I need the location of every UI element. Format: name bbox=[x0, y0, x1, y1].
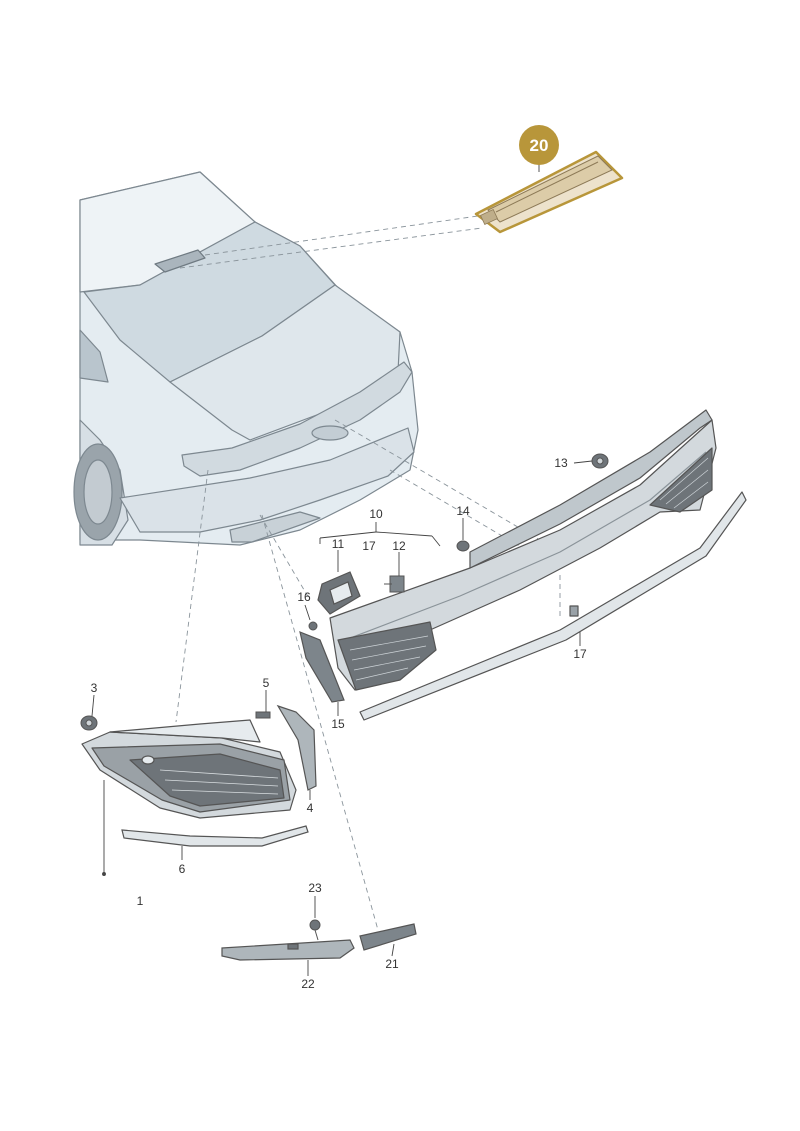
part-22-trim bbox=[221, 939, 355, 961]
label-4: 4 bbox=[307, 801, 314, 815]
label-5: 5 bbox=[263, 676, 270, 690]
label-3: 3 bbox=[91, 681, 98, 695]
part-21-reflector bbox=[359, 923, 417, 951]
part-16-screw bbox=[308, 621, 318, 631]
callout-lines bbox=[91, 460, 593, 976]
car-rear-body bbox=[73, 171, 419, 546]
label-17-lower: 17 bbox=[573, 647, 587, 661]
part-14-nut bbox=[456, 540, 470, 552]
part-17-trim-strip bbox=[359, 491, 747, 721]
part-11-bracket bbox=[317, 571, 361, 615]
callout-label: 20 bbox=[530, 136, 549, 155]
label-12: 12 bbox=[392, 539, 406, 553]
part-23-screw bbox=[309, 919, 321, 941]
part-15-corner-cover bbox=[299, 631, 345, 703]
label-16: 16 bbox=[297, 590, 311, 604]
part-13-nut bbox=[591, 453, 609, 469]
label-6: 6 bbox=[179, 862, 186, 876]
label-23: 23 bbox=[308, 881, 322, 895]
label-13: 13 bbox=[554, 456, 568, 470]
callout-badge-20: 20 bbox=[519, 125, 559, 165]
part-20-high-mount-brake-light bbox=[474, 150, 624, 234]
label-1: 1 bbox=[137, 894, 144, 908]
part-6-seal-strip bbox=[121, 825, 309, 847]
part-4-cover bbox=[276, 704, 317, 791]
part-1-tail-light bbox=[81, 719, 297, 819]
label-17-upper: 17 bbox=[362, 539, 376, 553]
label-22: 22 bbox=[301, 977, 315, 991]
label-11: 11 bbox=[332, 537, 345, 551]
label-10: 10 bbox=[369, 507, 383, 521]
bumper-trim-assembly bbox=[329, 409, 747, 721]
label-15: 15 bbox=[331, 717, 345, 731]
part-number-labels: 1 3 4 5 6 10 11 12 13 14 15 16 17 17 21 … bbox=[91, 456, 587, 991]
part-3-grommet bbox=[80, 715, 98, 731]
part-12-clip bbox=[384, 575, 405, 593]
label-14: 14 bbox=[456, 504, 470, 518]
part-5-bolt bbox=[255, 711, 271, 719]
label-21: 21 bbox=[385, 957, 399, 971]
